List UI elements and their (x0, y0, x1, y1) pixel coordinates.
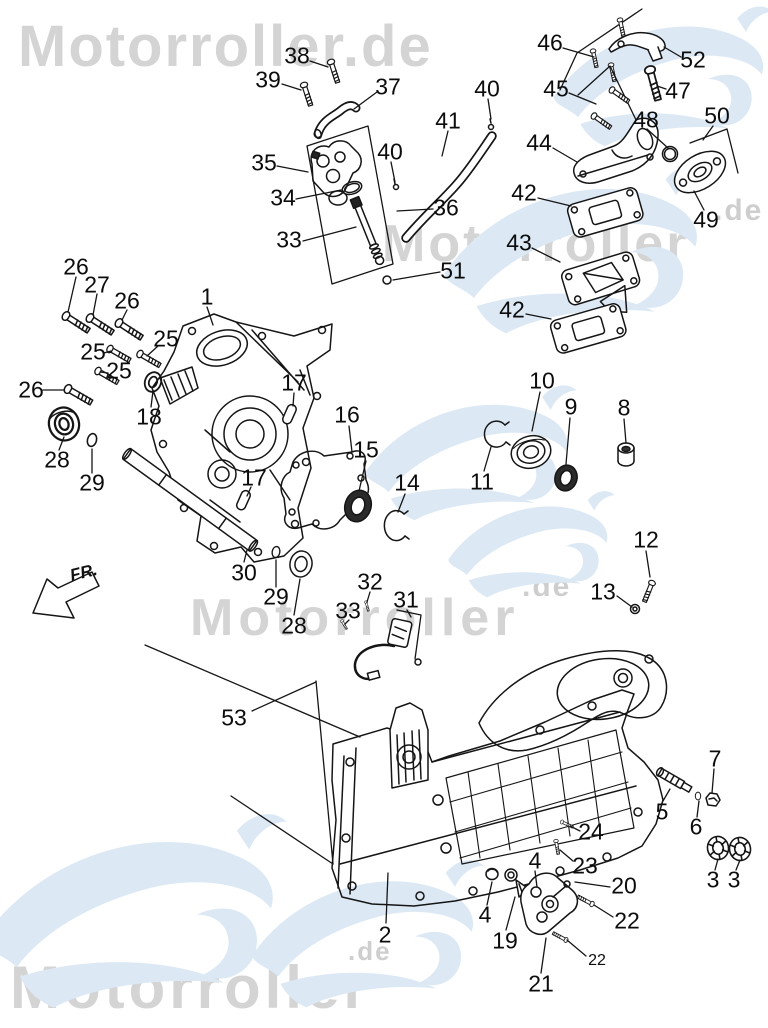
part-label-1: 1 (200, 283, 214, 310)
seal-bearing-left (47, 371, 163, 449)
watermark-top: Motorroller.de (18, 14, 433, 79)
part-label-3: 3 (706, 866, 720, 893)
part-label-14: 14 (394, 469, 420, 496)
part-label-13: 13 (590, 578, 616, 605)
part-label-7: 7 (708, 745, 722, 772)
part-label-47: 47 (665, 77, 691, 104)
part-label-45: 45 (543, 75, 569, 102)
part-label-20: 20 (611, 872, 637, 899)
oil-hose-37 (313, 101, 361, 140)
circlip-14 (383, 509, 410, 542)
check-valve-19 (504, 868, 530, 898)
crankcase-half-left (150, 313, 333, 563)
part-label-6: 6 (689, 813, 703, 840)
part-label-26: 26 (114, 287, 140, 314)
nut-7 (705, 792, 721, 807)
bracket-group-top-right (559, 8, 666, 132)
part-label-17: 17 (281, 369, 307, 396)
plug-4b (485, 867, 499, 881)
part-label-4: 4 (528, 847, 542, 874)
part-label-21: 21 (528, 970, 554, 997)
watermark-center: Motorroller (190, 589, 520, 647)
part-label-10: 10 (529, 367, 555, 394)
part-label-23: 23 (572, 852, 598, 879)
part-label-50: 50 (704, 102, 730, 129)
part-label-40: 40 (377, 138, 403, 165)
part-label-34: 34 (270, 184, 296, 211)
part-label-25: 25 (153, 325, 179, 352)
part-label-26: 26 (63, 253, 89, 280)
part-label-26: 26 (18, 376, 44, 403)
part-label-24: 24 (578, 818, 604, 845)
part-label-48: 48 (633, 106, 659, 133)
watermark-bottom-de: .de (348, 936, 392, 966)
drain-bolt-12 (629, 578, 657, 615)
crankcase-half-right (331, 650, 668, 907)
part-label-5: 5 (655, 798, 669, 825)
part-label-18: 18 (136, 403, 162, 430)
part-label-30: 30 (231, 559, 257, 586)
oil-pump-plate-20-21 (520, 872, 579, 935)
part-label-35: 35 (251, 149, 277, 176)
part-label-3: 3 (727, 866, 741, 893)
breather-hose-41 (401, 118, 497, 243)
part-label-53: 53 (221, 704, 247, 731)
part-label-25: 25 (106, 357, 132, 384)
stud-5 (655, 767, 693, 793)
case-seam-pointer-53 (144, 644, 361, 865)
bearing-10 (510, 434, 552, 470)
leader-lines (42, 46, 741, 974)
part-label-25: 25 (80, 338, 106, 365)
part-label-51: 51 (440, 257, 466, 284)
shaft-30 (121, 447, 259, 552)
part-label-44: 44 (526, 129, 552, 156)
part-label-2: 2 (378, 921, 392, 948)
part-label-29: 29 (263, 583, 289, 610)
part-label-37: 37 (375, 73, 401, 100)
reed-valve-stack (549, 187, 644, 354)
front-direction-arrow (32, 571, 100, 619)
part-label-8: 8 (617, 394, 631, 421)
intake-manifold-44 (572, 117, 739, 194)
part-label-31: 31 (393, 586, 419, 613)
part-label-33: 33 (276, 226, 302, 253)
part-label-49: 49 (693, 206, 719, 233)
part-label-27: 27 (84, 271, 110, 298)
part-label-46: 46 (537, 29, 563, 56)
bushing-8 (617, 442, 635, 467)
part-label-36: 36 (433, 194, 459, 221)
part-label-15: 15 (353, 436, 379, 463)
seal-28b (289, 550, 313, 578)
part-label-28: 28 (281, 612, 307, 639)
part-label-32: 32 (357, 568, 383, 595)
part-label-42: 42 (511, 179, 537, 206)
part-label-4: 4 (478, 901, 492, 928)
part-label-11: 11 (470, 468, 494, 495)
part-label-41: 41 (435, 107, 461, 134)
part-label-33: 33 (335, 597, 361, 624)
part-label-22: 22 (614, 907, 640, 934)
part-label-29: 29 (79, 469, 105, 496)
part-label-42: 42 (499, 296, 525, 323)
circlip-11 (483, 420, 511, 448)
part-label-17: 17 (241, 464, 267, 491)
bearing-9 (554, 464, 578, 492)
part-label-9: 9 (564, 393, 578, 420)
oil-pump-assembly (306, 125, 400, 285)
part-label-22: 22 (588, 952, 606, 969)
pickup-coil-31 (339, 600, 422, 681)
part-label-16: 16 (334, 401, 360, 428)
oil-seal-15 (343, 489, 373, 523)
part-label-12: 12 (633, 526, 659, 553)
part-label-28: 28 (44, 446, 70, 473)
part-label-52: 52 (680, 46, 706, 73)
watermark-mid-de: .de (714, 194, 764, 227)
part-label-43: 43 (506, 229, 532, 256)
part-label-40: 40 (474, 75, 500, 102)
part-label-38: 38 (284, 42, 310, 69)
part-label-19: 19 (492, 927, 518, 954)
part-label-39: 39 (255, 66, 281, 93)
